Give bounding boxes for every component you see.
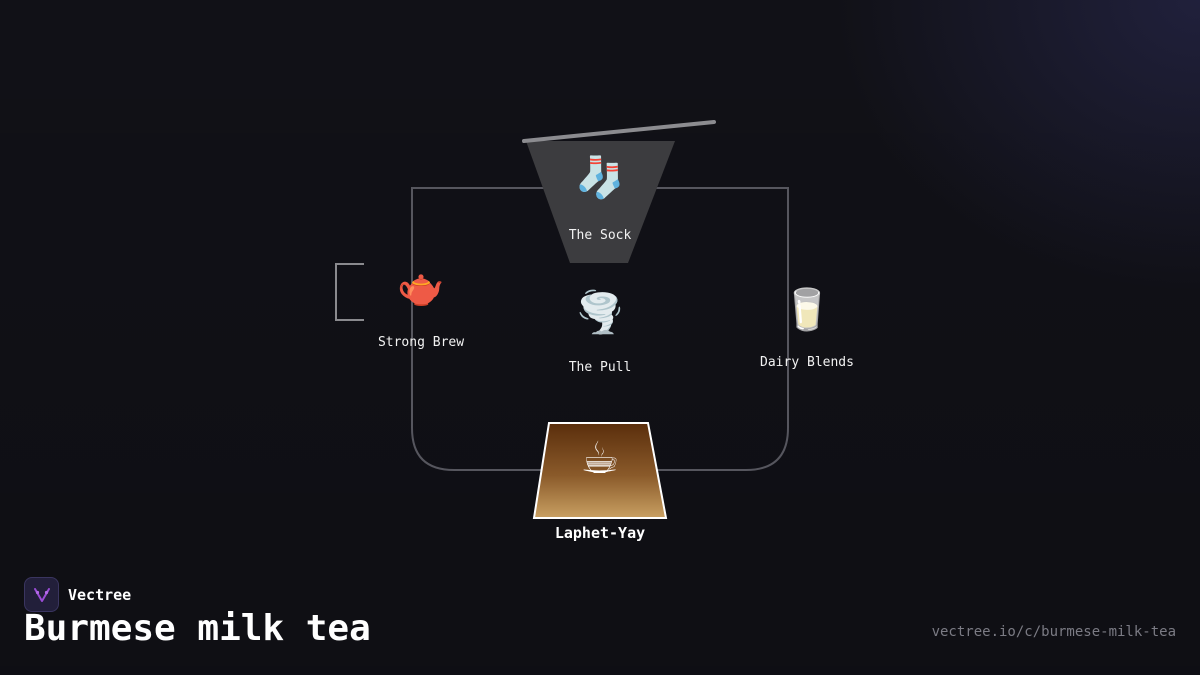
hot-beverage-icon: ☕	[580, 433, 620, 484]
node-label: Strong Brew	[377, 335, 465, 350]
final-node-label: Laphet-Yay	[554, 524, 646, 542]
node-dairy-blends[interactable]: 🥛 Dairy Blends	[747, 290, 867, 370]
node-laphet-yay[interactable]: ☕ Laphet-Yay	[540, 433, 660, 543]
pot-outline	[411, 187, 789, 471]
node-label: Dairy Blends	[760, 355, 854, 370]
teapot-icon: 🫖	[397, 265, 445, 309]
node-label: The Pull	[568, 360, 632, 375]
node-label: The Sock	[568, 228, 632, 243]
vectree-logo-icon	[24, 577, 59, 612]
tornado-icon: 🌪️	[575, 290, 625, 336]
pot-handle	[335, 263, 364, 321]
node-strong-brew[interactable]: 🫖 Strong Brew	[366, 268, 476, 350]
page-title: Burmese milk tea	[24, 608, 371, 649]
node-the-sock[interactable]: 🧦 The Sock	[550, 158, 650, 243]
socks-icon: 🧦	[575, 155, 625, 201]
brand[interactable]: Vectree	[24, 577, 131, 612]
final-cup-shape	[532, 422, 668, 519]
milk-glass-icon: 🥛	[782, 287, 832, 333]
sock-filter-handle	[522, 120, 716, 143]
brand-name: Vectree	[68, 585, 132, 604]
node-the-pull[interactable]: 🌪️ The Pull	[550, 293, 650, 375]
page-url[interactable]: vectree.io/c/burmese-milk-tea	[931, 624, 1176, 640]
sock-filter-cone	[526, 141, 675, 263]
